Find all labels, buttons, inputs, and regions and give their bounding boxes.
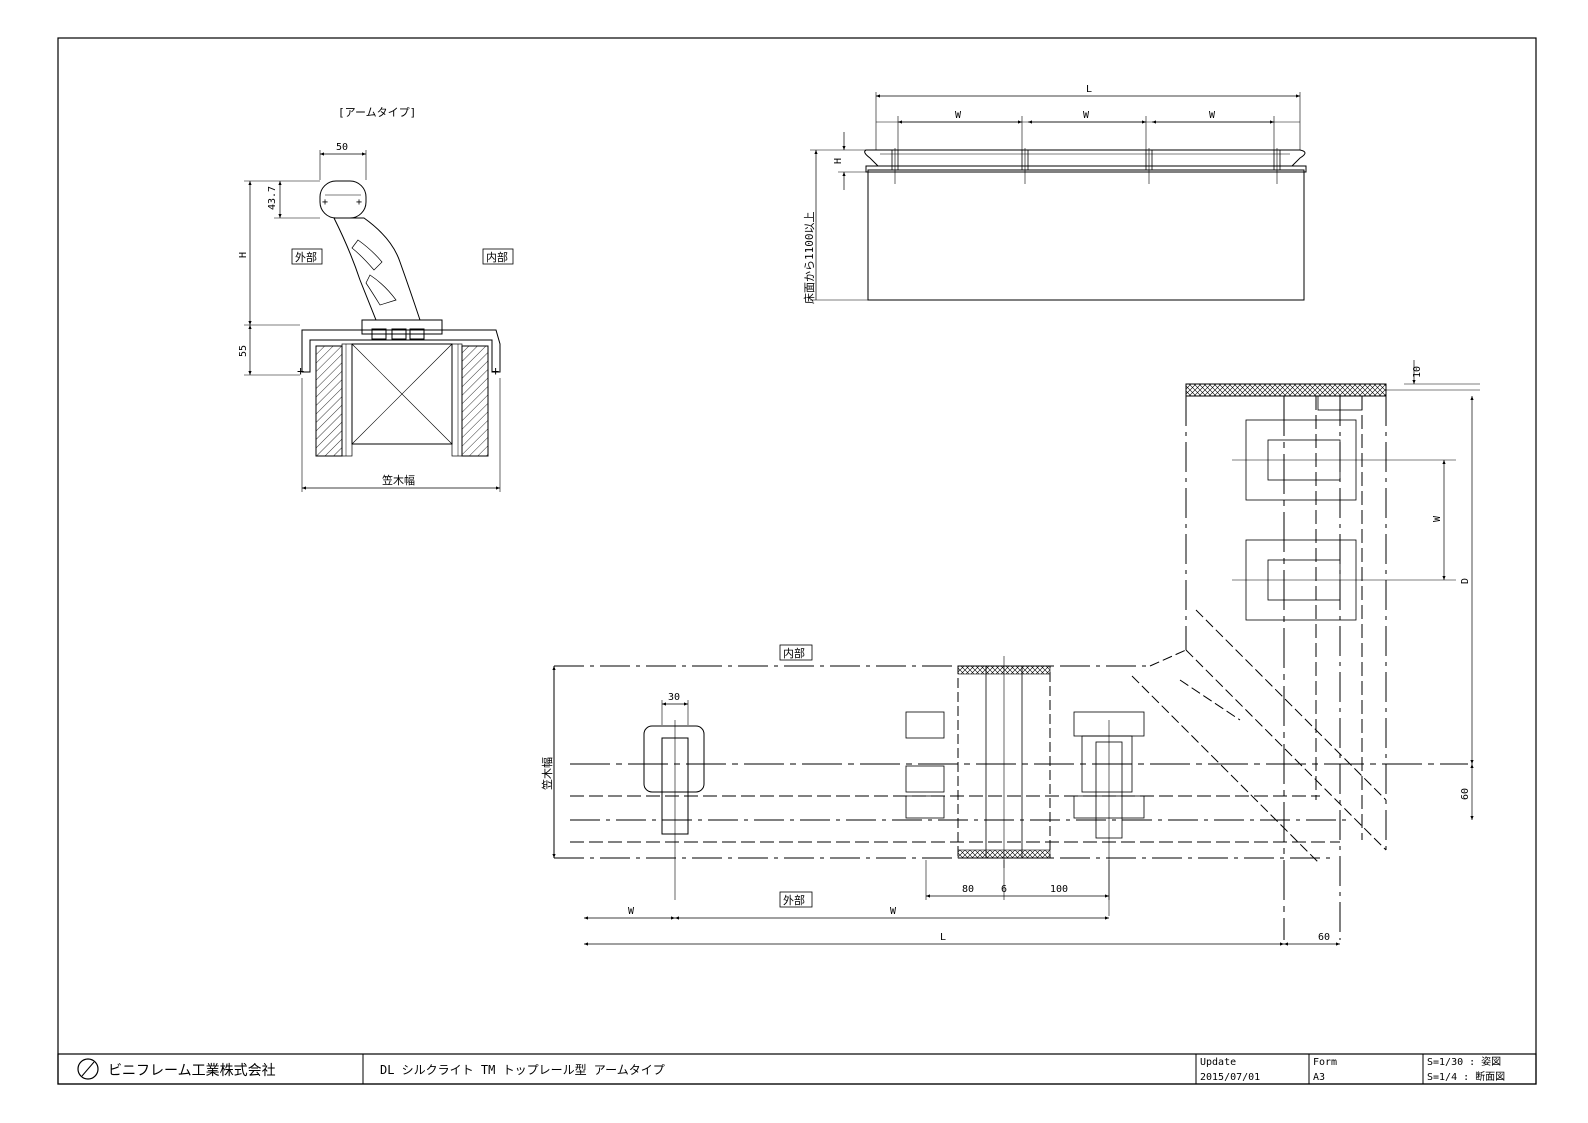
elev-dim-l: L	[1086, 84, 1092, 95]
plan-coping-width: 笠木幅	[540, 757, 554, 790]
dim-50: 50	[336, 142, 348, 153]
plan-view	[552, 360, 1480, 946]
section-label-interior: 内部	[486, 250, 508, 264]
crosshair-right-icon: +	[356, 197, 362, 208]
dim-43-7: 43.7	[267, 186, 278, 210]
company-name: ビニフレーム工業株式会社	[108, 1063, 276, 1079]
section-label-exterior: 外部	[295, 250, 317, 264]
section-title: [アームタイプ]	[338, 106, 416, 119]
plan-dim-30: 30	[668, 692, 680, 703]
form-value: A3	[1313, 1072, 1325, 1083]
dim-55: 55	[238, 345, 249, 357]
elevation-labels: L W W W H 床面から1100以上	[802, 84, 1216, 304]
plan-dim-60-right: 60	[1460, 788, 1471, 800]
form-label: Form	[1313, 1057, 1337, 1068]
plan-dim-w-right: W	[1432, 515, 1443, 522]
plan-dim-80: 80	[962, 884, 974, 895]
plan-dim-60-bottom: 60	[1318, 932, 1330, 943]
plan-dim-w-left: W	[628, 906, 635, 917]
update-label: Update	[1200, 1057, 1236, 1068]
elev-dim-w3: W	[1209, 110, 1216, 121]
plan-dim-100: 100	[1050, 884, 1068, 895]
screw-left-icon: +	[297, 364, 304, 378]
update-value: 2015/07/01	[1200, 1072, 1260, 1083]
drawing-title: DL シルクライト TM トップレール型 アームタイプ	[380, 1063, 665, 1077]
section-view: + + + +	[244, 150, 514, 492]
plan-dim-l: L	[940, 932, 946, 943]
elev-dim-w2: W	[1083, 110, 1090, 121]
section-labels: [アームタイプ] 50 43.7 H 55 外部 内部 笠木幅	[238, 106, 508, 487]
section-exterior-box	[291, 248, 323, 265]
elevation-view	[810, 92, 1307, 301]
dim-h-section: H	[238, 252, 249, 258]
plan-label-interior: 内部	[783, 646, 805, 660]
plan-dim-w-mid: W	[890, 906, 897, 917]
scale-1: S=1/30 : 姿図	[1427, 1055, 1501, 1068]
plan-label-exterior: 外部	[783, 893, 805, 907]
plan-labels: 内部 外部 笠木幅 30 80 6 100 W W L 60 10 W D 60	[540, 366, 1471, 943]
section-coping-width: 笠木幅	[382, 473, 415, 487]
title-block-text: ビニフレーム工業株式会社 DL シルクライト TM トップレール型 アームタイプ…	[108, 1055, 1505, 1083]
screw-right-icon: +	[492, 364, 499, 378]
plan-dim-d: D	[1460, 578, 1471, 584]
elev-note-height: 床面から1100以上	[802, 212, 816, 305]
elev-dim-w1: W	[955, 110, 962, 121]
company-logo-icon	[77, 1058, 99, 1080]
plan-dim-10: 10	[1412, 366, 1423, 378]
elev-dim-h: H	[833, 158, 844, 164]
plan-dim-6: 6	[1001, 884, 1007, 895]
title-block	[57, 1053, 1537, 1085]
section-interior-box	[482, 248, 514, 265]
crosshair-left-icon: +	[322, 197, 328, 208]
scale-2: S=1/4 : 断面図	[1427, 1070, 1505, 1083]
